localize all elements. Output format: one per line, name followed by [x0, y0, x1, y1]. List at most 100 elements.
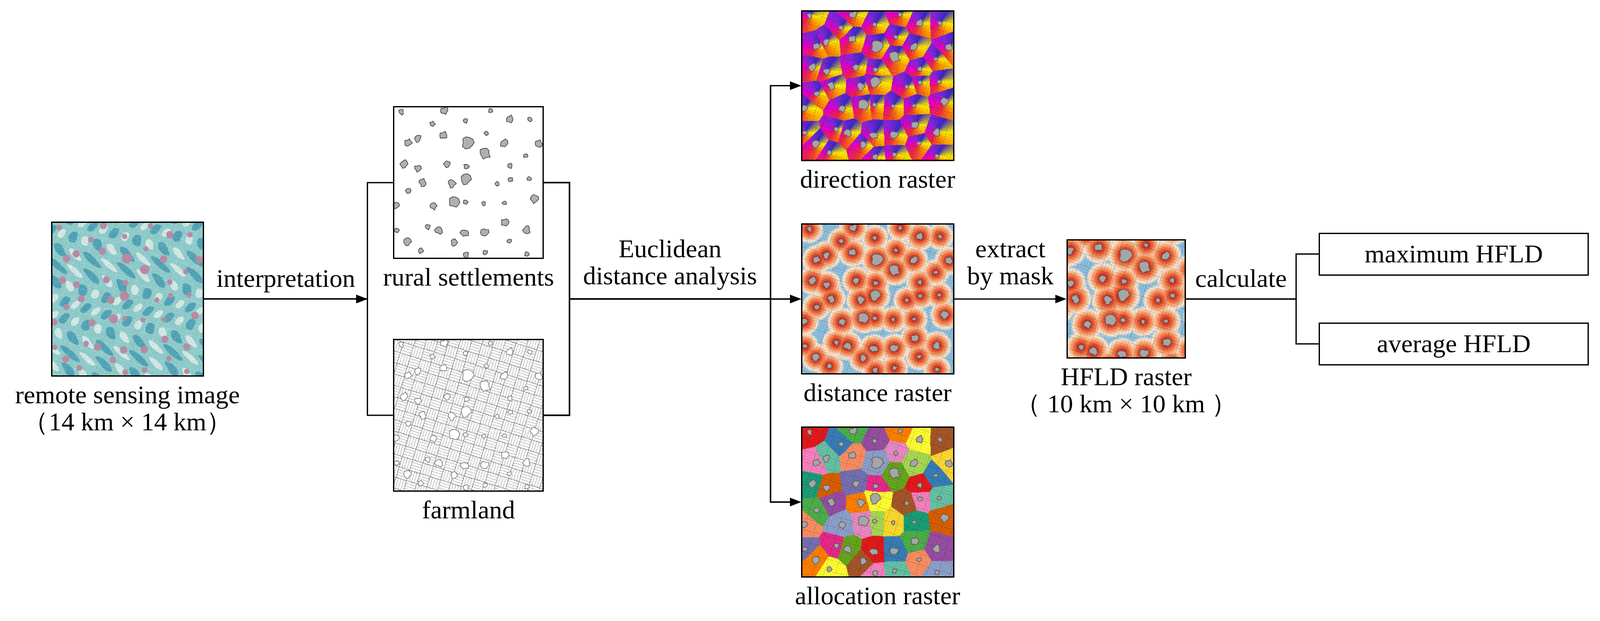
settlement-patch [945, 43, 953, 51]
connector-line [543, 85, 791, 416]
settlement-patch [871, 457, 884, 470]
settlement-patch [834, 543, 839, 549]
edge-label: extract by mask [965, 235, 1056, 290]
panel-caption: distance raster [803, 379, 952, 407]
settlement-patch [480, 461, 490, 470]
settlement-patch [838, 24, 845, 31]
settlement-patch [460, 230, 469, 237]
settlement-patch [937, 21, 942, 26]
settlement-patch [898, 225, 903, 231]
settlement-patch [429, 121, 436, 127]
connector [543, 298, 802, 507]
connector-line [543, 298, 791, 503]
arrow-head [789, 497, 802, 507]
connector-line [543, 85, 791, 300]
settlement-patch [838, 105, 846, 113]
settlement-patch [1116, 350, 1127, 358]
panel-caption: remote sensing image（14 km × 14 km） [15, 381, 240, 436]
raster-panel: farmland [393, 338, 545, 492]
settlement-patch [852, 480, 860, 488]
settlement-patch [911, 334, 919, 342]
settlement-patch [822, 455, 830, 463]
edge-label: Euclidean distance analysis [581, 235, 759, 290]
settlement-patch [812, 556, 821, 565]
settlement-patch [801, 130, 808, 136]
settlement-patch [463, 164, 470, 169]
settlement-patch [1163, 319, 1168, 324]
settlement-patch [911, 537, 919, 546]
settlement-patch [872, 438, 877, 444]
settlement-patch [527, 409, 532, 414]
arrow-head [789, 81, 802, 91]
settlement-patch [524, 484, 530, 490]
settlement-patch [893, 34, 898, 40]
settlement-patch [439, 131, 447, 139]
settlement-patch [535, 140, 543, 148]
settlement-patch [1143, 242, 1149, 248]
settlement-patch [858, 515, 869, 527]
settlement-patch [872, 103, 878, 108]
settlement-patch [440, 339, 448, 348]
settlement-patch [849, 10, 857, 19]
settlement-patch [933, 270, 939, 275]
settlement-patch [463, 118, 468, 124]
settlement-patches [393, 106, 543, 259]
settlement-patch [890, 104, 895, 109]
settlement-patch [527, 117, 533, 122]
settlement-patch [440, 106, 448, 115]
settlement-patch [834, 127, 839, 133]
settlement-patch [1140, 319, 1146, 325]
settlement-patch [857, 82, 866, 92]
settlement-patch [822, 282, 830, 289]
settlement-patch [937, 437, 942, 443]
settlement-patch [414, 368, 421, 375]
settlement-patch [857, 499, 866, 508]
connector-line [954, 298, 1057, 300]
settlement-patch [889, 51, 900, 63]
settlement-patch [483, 249, 488, 255]
settlement-patch [911, 317, 917, 321]
settlement-patch [461, 173, 472, 186]
panel-label: direction raster [799, 165, 956, 193]
settlement-patch [873, 280, 879, 286]
panel-ground [393, 106, 545, 260]
settlement-patch [858, 313, 869, 324]
settlement-patch [523, 386, 528, 391]
settlement-patch [852, 64, 860, 71]
settlement-patch [934, 153, 940, 159]
settlement-patch [827, 150, 833, 156]
settlement-patch [889, 468, 900, 479]
settlement-patch [461, 406, 472, 418]
settlement-patch [1169, 277, 1175, 284]
settlement-patch [463, 351, 468, 357]
settlement-patch [483, 482, 488, 488]
settlement-patch [403, 470, 412, 479]
settlement-patch [822, 252, 830, 260]
settlement-patch [1083, 320, 1092, 330]
settlement-patch [910, 42, 918, 51]
settlement-patch [917, 482, 922, 489]
settlement-patch [843, 545, 852, 554]
settlement-patch [502, 201, 507, 205]
settlement-patch [524, 251, 530, 257]
settlement-patch [405, 420, 412, 427]
settlement-patch [1088, 347, 1098, 356]
raster-panel: remote sensing image（14 km × 14 km） [51, 221, 205, 377]
settlement-patch [872, 235, 877, 241]
settlement-patch [940, 513, 949, 523]
settlement-patch [808, 479, 817, 488]
raster-panel: direction raster [801, 10, 954, 162]
settlement-patch [404, 138, 413, 147]
settlement-patch [418, 248, 424, 254]
settlement-patch [522, 225, 531, 234]
settlement-patch [480, 228, 490, 237]
settlement-patch [523, 153, 528, 158]
settlement-patch [439, 364, 447, 372]
settlement-patch [418, 411, 427, 420]
settlement-patch [838, 318, 846, 327]
settlement-patch [1071, 294, 1079, 304]
settlement-patch [501, 451, 509, 459]
settlement-patch [917, 66, 922, 73]
settlement-patch [932, 128, 941, 137]
